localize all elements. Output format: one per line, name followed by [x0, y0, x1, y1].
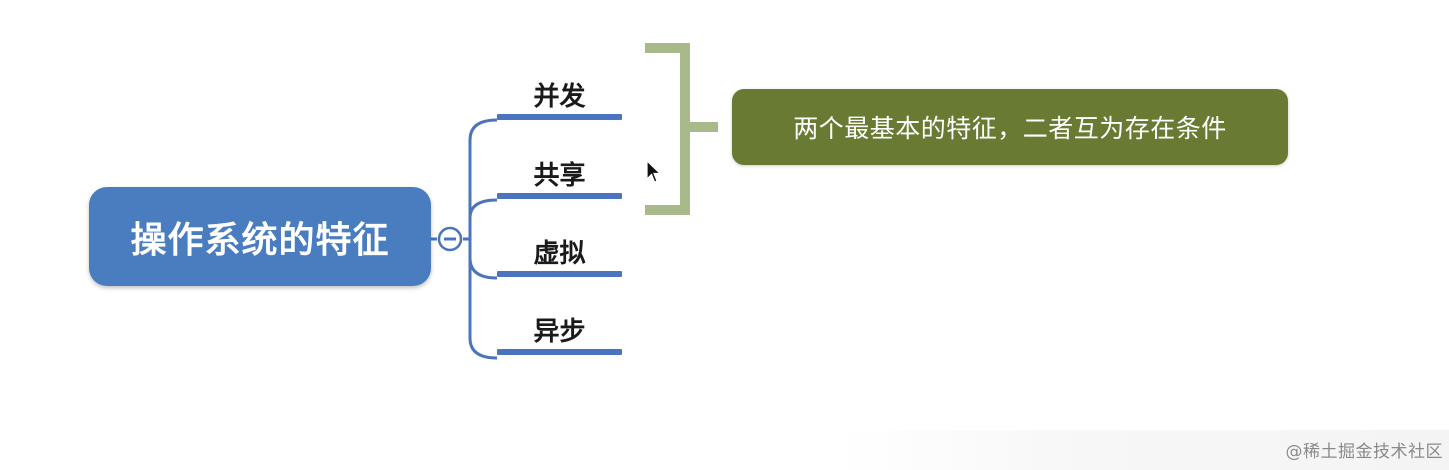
summary-label: 两个最基本的特征，二者互为存在条件: [793, 114, 1227, 143]
branch-underline: [497, 114, 622, 120]
branch-label: 共享: [533, 161, 586, 191]
branch-topic-sharing[interactable]: 共享: [497, 155, 622, 199]
summary-topic[interactable]: 两个最基本的特征，二者互为存在条件: [732, 89, 1288, 165]
branch-underline: [497, 193, 622, 199]
root-topic-label: 操作系统的特征: [130, 219, 390, 261]
branch-topic-async[interactable]: 异步: [497, 311, 622, 355]
summary-bracket: [645, 43, 718, 215]
branch-label: 并发: [533, 82, 586, 112]
root-topic[interactable]: 操作系统的特征: [89, 187, 431, 286]
branch-topic-virtual[interactable]: 虚拟: [497, 233, 622, 277]
watermark-text: @稀土掘金技术社区: [1285, 442, 1443, 462]
watermark-band: @稀土掘金技术社区: [840, 430, 1449, 470]
branch-label: 异步: [533, 317, 586, 347]
mouse-pointer-icon: [646, 160, 662, 183]
branch-underline: [497, 349, 622, 355]
branch-label: 虚拟: [533, 239, 586, 269]
branch-topic-concurrency[interactable]: 并发: [497, 76, 622, 120]
collapse-toggle-icon[interactable]: [437, 226, 463, 252]
branch-underline: [497, 271, 622, 277]
